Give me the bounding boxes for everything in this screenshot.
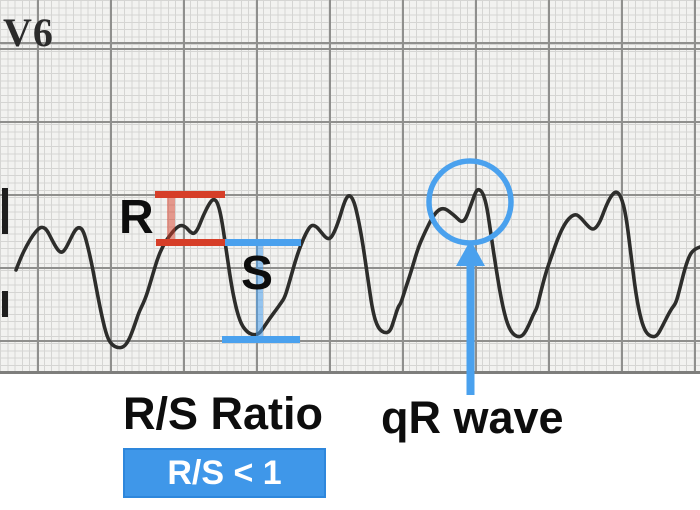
rs-ratio-value-text: R/S < 1 [167,454,282,492]
s-wave-label: S [241,247,274,300]
qr-arrow-shaft [466,262,475,395]
qr-wave-label: qR wave [381,392,564,443]
r-bracket-vertical-line [167,196,175,243]
r-bracket-bottom-bar [156,239,225,246]
lead-label: V6 [3,10,54,55]
r-wave-label: R [119,191,154,244]
qr-arrow-head [456,240,485,266]
s-bracket-top-bar [225,239,301,246]
s-bracket-bottom-bar [222,336,300,343]
rs-ratio-value-badge: R/S < 1 [123,448,326,498]
r-bracket-top-bar [155,191,225,198]
s-bracket-vertical-line [256,244,263,338]
rs-ratio-title: R/S Ratio [122,388,324,439]
ecg-grid-paper [0,0,700,374]
qr-wave-circle [426,158,514,246]
ecg-waveform-trace [14,187,700,350]
